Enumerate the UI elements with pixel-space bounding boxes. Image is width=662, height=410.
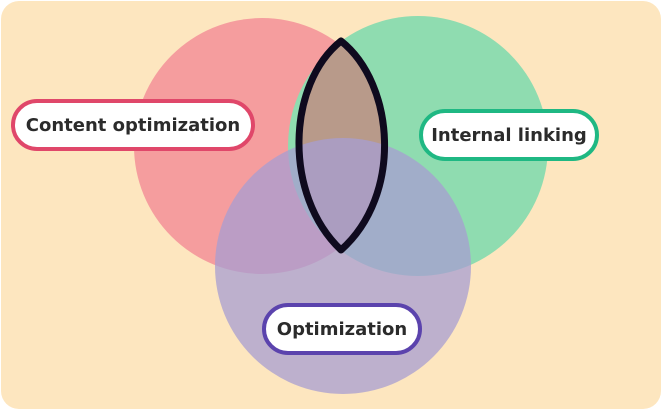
- internal-linking-label: Internal linking: [419, 109, 599, 161]
- optimization-label: Optimization: [262, 303, 422, 355]
- optimization-circle: [215, 138, 471, 394]
- lens-outline: [295, 37, 389, 254]
- content-optimization-label: Content optimization: [11, 99, 255, 151]
